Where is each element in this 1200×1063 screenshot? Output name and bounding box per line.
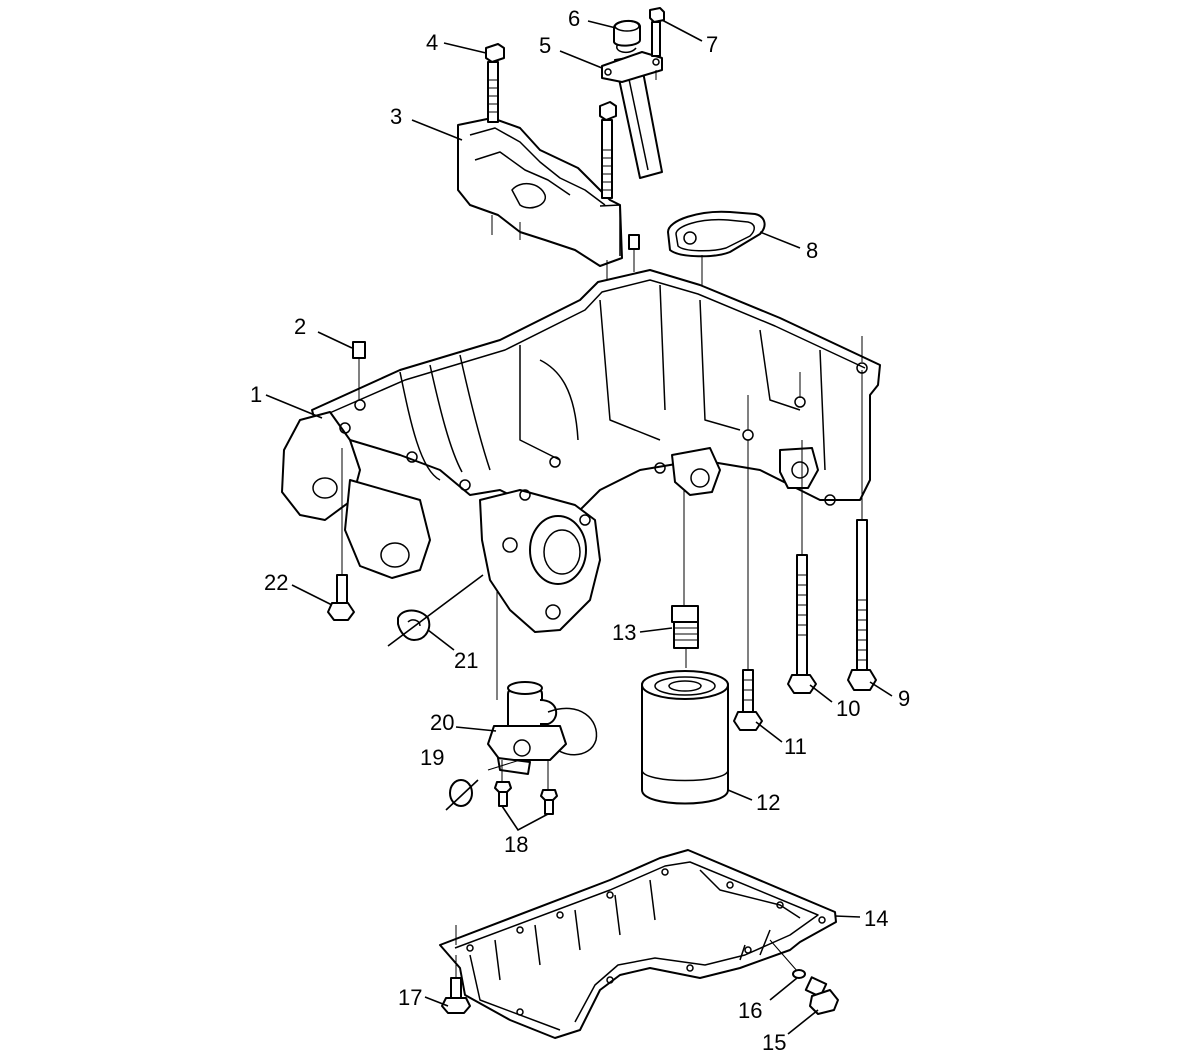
callout-16: 16 <box>738 998 762 1023</box>
callout-18: 18 <box>504 832 528 857</box>
callout-7: 7 <box>706 32 718 57</box>
filter-fitting-13 <box>671 490 699 668</box>
leader-9 <box>869 681 893 697</box>
leader-11 <box>755 721 783 743</box>
leader-17 <box>424 996 449 1007</box>
bracket-part <box>457 117 623 267</box>
leader-6 <box>587 20 617 29</box>
callout-13: 13 <box>612 620 636 645</box>
leader-2 <box>317 331 353 349</box>
callout-19: 19 <box>420 745 444 770</box>
dipstick-tube-assembly <box>601 7 665 179</box>
oil-filter-12 <box>641 670 729 805</box>
callout-14: 14 <box>864 906 888 931</box>
callout-9: 9 <box>898 686 910 711</box>
leader-7 <box>661 19 703 42</box>
leader-15 <box>787 1009 819 1035</box>
callout-4: 4 <box>426 30 438 55</box>
leader-22 <box>291 584 333 606</box>
callout-2: 2 <box>294 314 306 339</box>
leader-13 <box>639 627 673 633</box>
upper-oil-pan <box>281 269 881 633</box>
leader-16 <box>769 977 798 1001</box>
bolt-22 <box>327 448 355 621</box>
callout-21: 21 <box>454 648 478 673</box>
drain-plug-15 <box>804 976 839 1015</box>
leader-10 <box>809 684 833 703</box>
leader-4 <box>443 42 487 54</box>
bolts-18 <box>494 760 558 815</box>
bolt-9 <box>847 370 877 691</box>
bolt-4 <box>485 43 505 123</box>
leader-lines <box>265 19 893 1035</box>
callout-15: 15 <box>762 1030 786 1055</box>
leader-5 <box>559 50 603 69</box>
leader-12 <box>727 789 753 801</box>
callout-3: 3 <box>390 104 402 129</box>
leader-20 <box>455 726 497 732</box>
leader-1 <box>265 394 323 419</box>
callout-11: 11 <box>784 734 807 759</box>
leader-3 <box>411 119 463 141</box>
callout-5: 5 <box>539 33 551 58</box>
callout-17: 17 <box>398 985 422 1010</box>
callout-20: 20 <box>430 710 454 735</box>
bolt-10 <box>787 440 817 694</box>
leader-18 <box>501 805 549 832</box>
callout-1: 1 <box>250 382 262 407</box>
callout-10: 10 <box>836 696 860 721</box>
callout-22: 22 <box>264 570 288 595</box>
callout-12: 12 <box>756 790 780 815</box>
lower-oil-pan-14 <box>439 849 837 1039</box>
drain-washer-16 <box>769 939 806 979</box>
o-ring-19 <box>445 779 479 811</box>
dowel-2 <box>352 341 366 400</box>
callout-8: 8 <box>806 238 818 263</box>
callout-labels: 1 2 3 4 5 6 7 8 9 10 11 12 13 14 15 16 1… <box>250 6 910 1055</box>
o-ring-21 <box>387 574 484 647</box>
solenoid-20 <box>487 590 598 775</box>
callout-6: 6 <box>568 6 580 31</box>
leader-8 <box>759 231 801 249</box>
dowel-pin <box>628 234 640 272</box>
leader-21 <box>427 629 455 651</box>
leader-14 <box>834 915 861 918</box>
bolt-11 <box>733 440 763 731</box>
bolt-17 <box>441 955 471 1014</box>
